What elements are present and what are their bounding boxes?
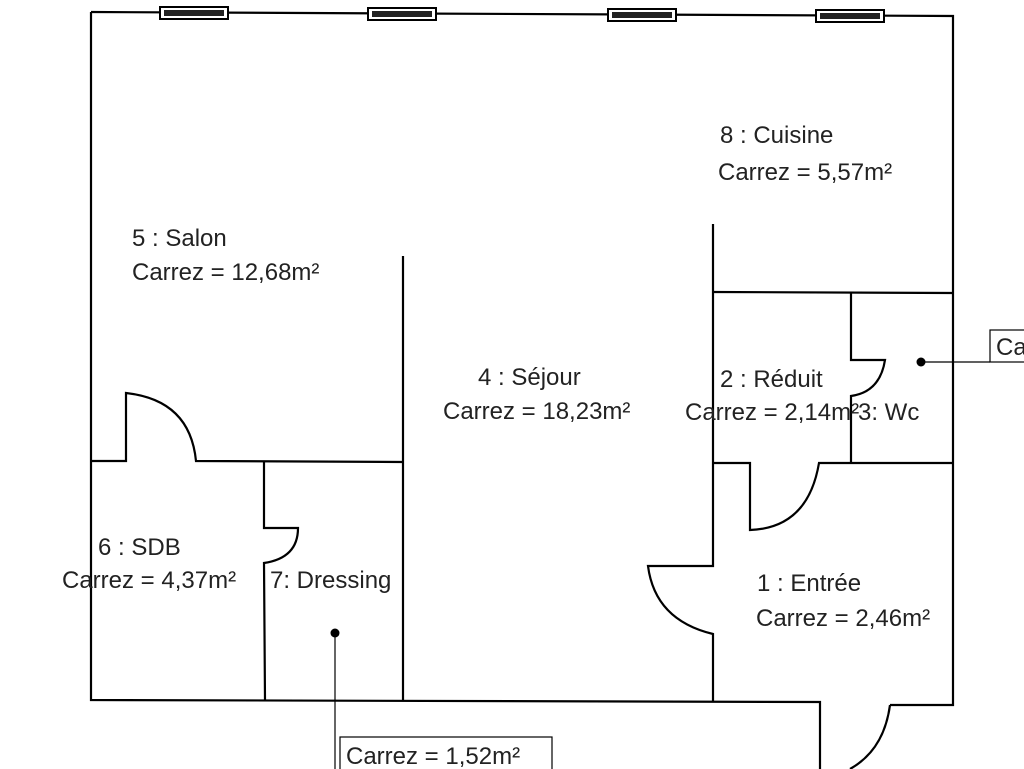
room-labels: 8 : Cuisine Carrez = 5,57m² 5 : Salon Ca… — [62, 122, 1024, 769]
window — [607, 8, 677, 22]
salon-carrez: Carrez = 12,68m² — [132, 259, 319, 286]
dressing-name: 7: Dressing — [270, 567, 391, 594]
window — [815, 9, 885, 23]
entry-door-arc — [849, 704, 892, 769]
cuisine-name: 8 : Cuisine — [720, 122, 833, 149]
salon-name: 5 : Salon — [132, 225, 227, 252]
entree-carrez: Carrez = 2,46m² — [756, 605, 930, 632]
interior-walls — [91, 224, 954, 702]
outer-walls — [89, 10, 955, 769]
wc-name: 3: Wc — [858, 399, 919, 426]
reduit-name: 2 : Réduit — [720, 366, 823, 393]
windows — [159, 6, 885, 23]
sdb-carrez: Carrez = 4,37m² — [62, 567, 236, 594]
sdb-name: 6 : SDB — [98, 534, 181, 561]
dressing-carrez: Carrez = 1,52m² — [346, 743, 520, 769]
entree-name: 1 : Entrée — [757, 570, 861, 597]
window — [367, 7, 437, 21]
reduit-carrez: Carrez = 2,14m² — [685, 399, 859, 426]
wc-carrez: Ca — [996, 334, 1024, 361]
window — [159, 6, 229, 20]
dressing-marker — [330, 628, 553, 769]
wc-marker — [916, 329, 1024, 367]
cuisine-carrez: Carrez = 5,57m² — [718, 159, 892, 186]
sejour-carrez: Carrez = 18,23m² — [443, 398, 630, 425]
sejour-name: 4 : Séjour — [478, 364, 581, 391]
